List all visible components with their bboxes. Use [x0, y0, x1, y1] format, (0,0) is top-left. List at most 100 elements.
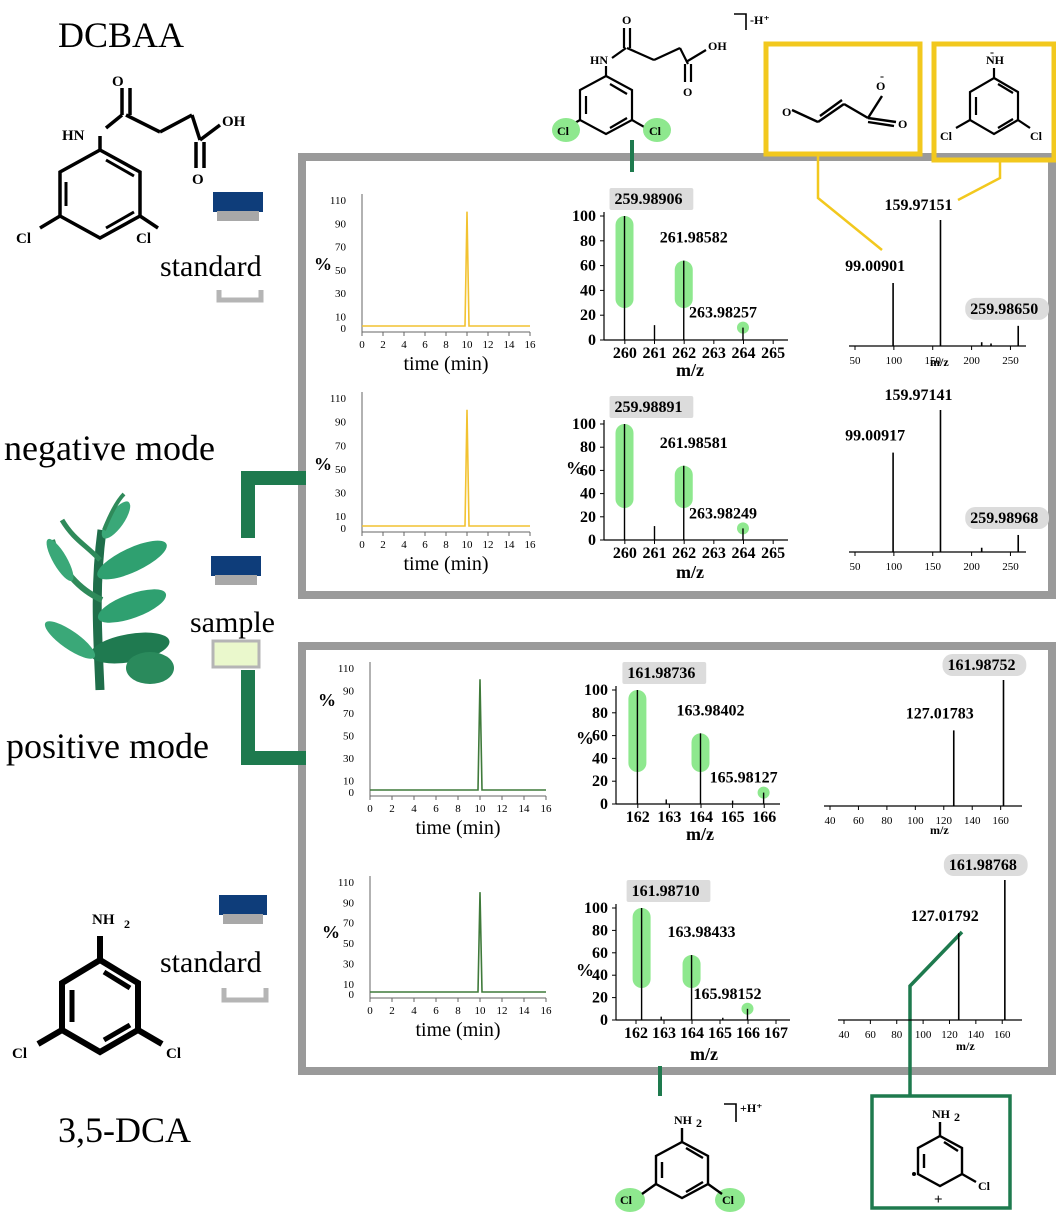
x-tick-label: 260 — [613, 545, 637, 562]
fragment-160-structure — [955, 68, 1031, 136]
frag127-nh2-sub: 2 — [954, 1110, 960, 1124]
ion-neg-label: -H⁺ — [750, 13, 770, 27]
y-tick-label: 0 — [600, 796, 608, 813]
dca-ion-cl1: Cl — [620, 1193, 633, 1207]
y-tick-label: 60 — [580, 258, 596, 275]
y-tick-label: 30 — [343, 753, 355, 765]
x-tick-label: 60 — [853, 815, 865, 827]
y-tick-label: 90 — [335, 218, 347, 230]
dcbaa-ion-structure — [565, 13, 747, 136]
fragment-99-box — [763, 41, 923, 157]
x-tick-label: 80 — [881, 815, 893, 827]
x-tick-label: 8 — [443, 339, 449, 351]
y-tick-label: 60 — [592, 728, 608, 745]
x-axis-label: m/z — [676, 562, 704, 582]
x-tick-label: 16 — [525, 539, 537, 551]
peak-label-highlight — [626, 880, 711, 902]
peak-label: 161.98752 — [947, 657, 1015, 674]
y-tick-label: 40 — [580, 486, 596, 503]
y-tick-label: 30 — [335, 288, 347, 300]
y-tick-label: 0 — [588, 532, 596, 549]
peak-label: 261.98582 — [660, 230, 728, 247]
dca-ion-cl2: Cl — [722, 1193, 735, 1207]
x-tick-label: 164 — [680, 1025, 704, 1042]
dca-cl-highlight-2 — [715, 1188, 745, 1212]
x-tick-label: 16 — [541, 803, 553, 815]
y-tick-label: 0 — [349, 989, 355, 1001]
dcbaa-cl1: Cl — [16, 231, 31, 247]
x-tick-label: 120 — [941, 1029, 958, 1041]
x-tick-label: 262 — [672, 545, 696, 562]
x-tick-label: 150 — [924, 355, 941, 367]
x-tick-label: 60 — [865, 1029, 877, 1041]
x-tick-label: 200 — [963, 561, 980, 573]
y-tick-label: 30 — [335, 488, 347, 500]
x-tick-label: 50 — [850, 355, 862, 367]
fragment-160-leader — [957, 160, 1002, 202]
peak-label: 163.98433 — [668, 924, 736, 941]
peak-label: 161.98736 — [627, 665, 695, 682]
standard-label-bottom: standard — [160, 946, 262, 979]
frag127-nh2: NH — [932, 1107, 951, 1121]
x-tick-label: 150 — [924, 561, 941, 573]
positive-mode-frame — [298, 642, 1056, 1075]
x-tick-label: 8 — [455, 1005, 461, 1017]
x-tick-label: 265 — [761, 345, 785, 362]
ion-cl1: Cl — [557, 124, 570, 138]
dca-structure — [36, 936, 164, 1056]
ion-oh: OH — [708, 39, 727, 53]
negative-mode-frame — [298, 153, 1056, 599]
y-axis-label: % — [314, 454, 332, 474]
dca-cl2: Cl — [166, 1046, 181, 1062]
y-tick-label: 20 — [592, 773, 608, 790]
x-tick-label: 12 — [497, 1005, 508, 1017]
x-tick-label: 265 — [761, 545, 785, 562]
y-tick-label: 110 — [330, 393, 347, 405]
dcbaa-title: DCBAA — [58, 15, 184, 55]
y-tick-label: 90 — [335, 417, 347, 429]
fragment-127-structure — [916, 1122, 977, 1188]
peak-label: 99.00917 — [845, 428, 905, 445]
y-tick-label: 100 — [584, 682, 608, 699]
peak-label: 161.98710 — [632, 883, 700, 900]
x-tick-label: 261 — [643, 545, 667, 562]
positive-mode-label: positive mode — [6, 726, 209, 766]
x-axis-label: m/z — [930, 355, 949, 369]
x-tick-label: 100 — [907, 815, 924, 827]
frag160-cl1: Cl — [940, 129, 953, 143]
dca-ion-nh2-sub: 2 — [696, 1116, 702, 1130]
x-tick-label: 261 — [643, 345, 667, 362]
peak-label-highlight — [965, 297, 1050, 320]
x-tick-label: 80 — [891, 1029, 903, 1041]
x-tick-label: 100 — [886, 561, 903, 573]
vial-standard-bottom — [219, 895, 269, 1003]
x-tick-label: 4 — [401, 339, 407, 351]
frag127-plus: + — [934, 1192, 943, 1208]
frag127-cl: Cl — [978, 1179, 991, 1193]
x-tick-label: 140 — [964, 815, 981, 827]
dcbaa-cl2: Cl — [136, 231, 151, 247]
frag99-o2: O — [876, 79, 885, 93]
negative-connector — [241, 471, 306, 538]
x-tick-label: 8 — [455, 803, 461, 815]
y-tick-label: 0 — [341, 323, 347, 335]
vial-standard-top — [213, 192, 264, 303]
y-tick-label: 70 — [335, 440, 347, 452]
y-tick-label: 10 — [343, 979, 355, 991]
x-tick-label: 264 — [732, 545, 756, 562]
y-tick-label: 50 — [343, 938, 355, 950]
y-tick-label: 30 — [343, 958, 355, 970]
x-tick-label: 2 — [389, 1005, 395, 1017]
x-axis-label: m/z — [956, 1039, 975, 1053]
ion-o1: O — [622, 13, 631, 27]
fragment-127-leader — [908, 930, 964, 1096]
x-tick-label: 160 — [992, 815, 1009, 827]
x-tick-label: 2 — [380, 339, 386, 351]
ion-hn: HN — [590, 53, 608, 67]
fragment-160-box — [931, 41, 1056, 163]
